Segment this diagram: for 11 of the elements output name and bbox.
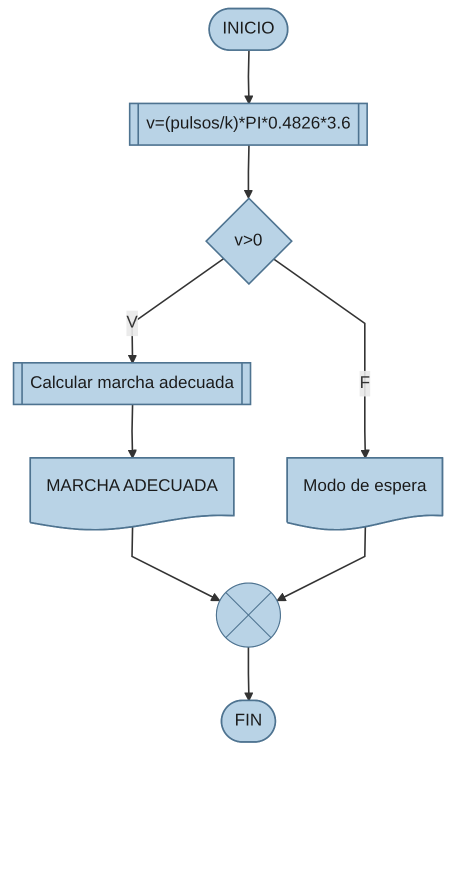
flowchart: V F INICIO v=(pulsos/k)*PI*0.4826*3.6 v>0 Calcular marcha adecuada MARCHA ADECUADA Modo de espera FIN	[5, 0, 451, 750]
arrow	[244, 146, 254, 199]
arrow	[276, 527, 366, 602]
node-diamond	[205, 197, 293, 286]
arrow	[273, 258, 370, 459]
edge-label: F	[360, 374, 370, 392]
edge-label: V	[126, 314, 138, 332]
arrow	[128, 404, 138, 459]
arrow	[244, 50, 254, 104]
arrow	[131, 527, 220, 602]
arrow	[244, 647, 254, 702]
